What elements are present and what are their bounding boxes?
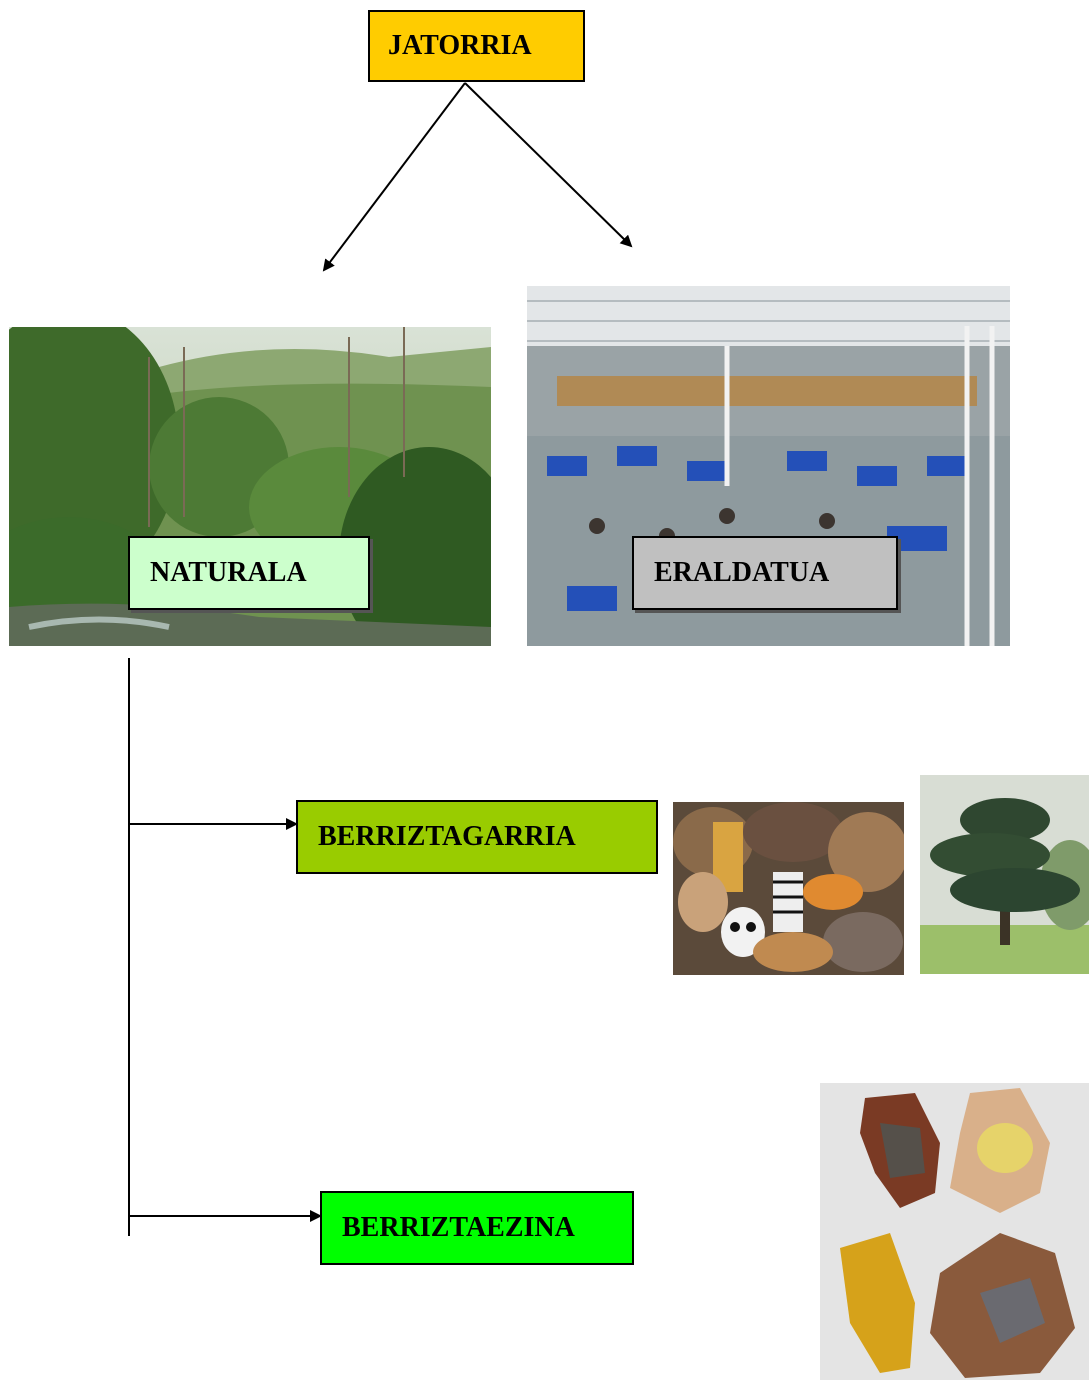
eraldatua-box: ERALDATUA	[632, 536, 898, 610]
jatorria-label: JATORRIA	[388, 30, 532, 61]
berriztagarria-box: BERRIZTAGARRIA	[296, 800, 658, 874]
tree-photo	[920, 775, 1089, 974]
naturala-box: NATURALA	[128, 536, 370, 610]
jatorria-box: JATORRIA	[368, 10, 585, 82]
berriztaezina-label: BERRIZTAEZINA	[342, 1212, 575, 1243]
berriztaezina-box: BERRIZTAEZINA	[320, 1191, 634, 1265]
minerals-photo	[820, 1083, 1089, 1380]
forest-photo	[9, 327, 491, 646]
arrow-to-naturala	[322, 82, 466, 272]
animals-photo	[673, 802, 904, 975]
naturala-label: NATURALA	[150, 557, 307, 588]
berriztagarria-label: BERRIZTAGARRIA	[318, 821, 576, 852]
eraldatua-label: ERALDATUA	[654, 557, 830, 588]
factory-photo	[527, 286, 1010, 646]
arrow-to-eraldatua	[464, 82, 633, 248]
